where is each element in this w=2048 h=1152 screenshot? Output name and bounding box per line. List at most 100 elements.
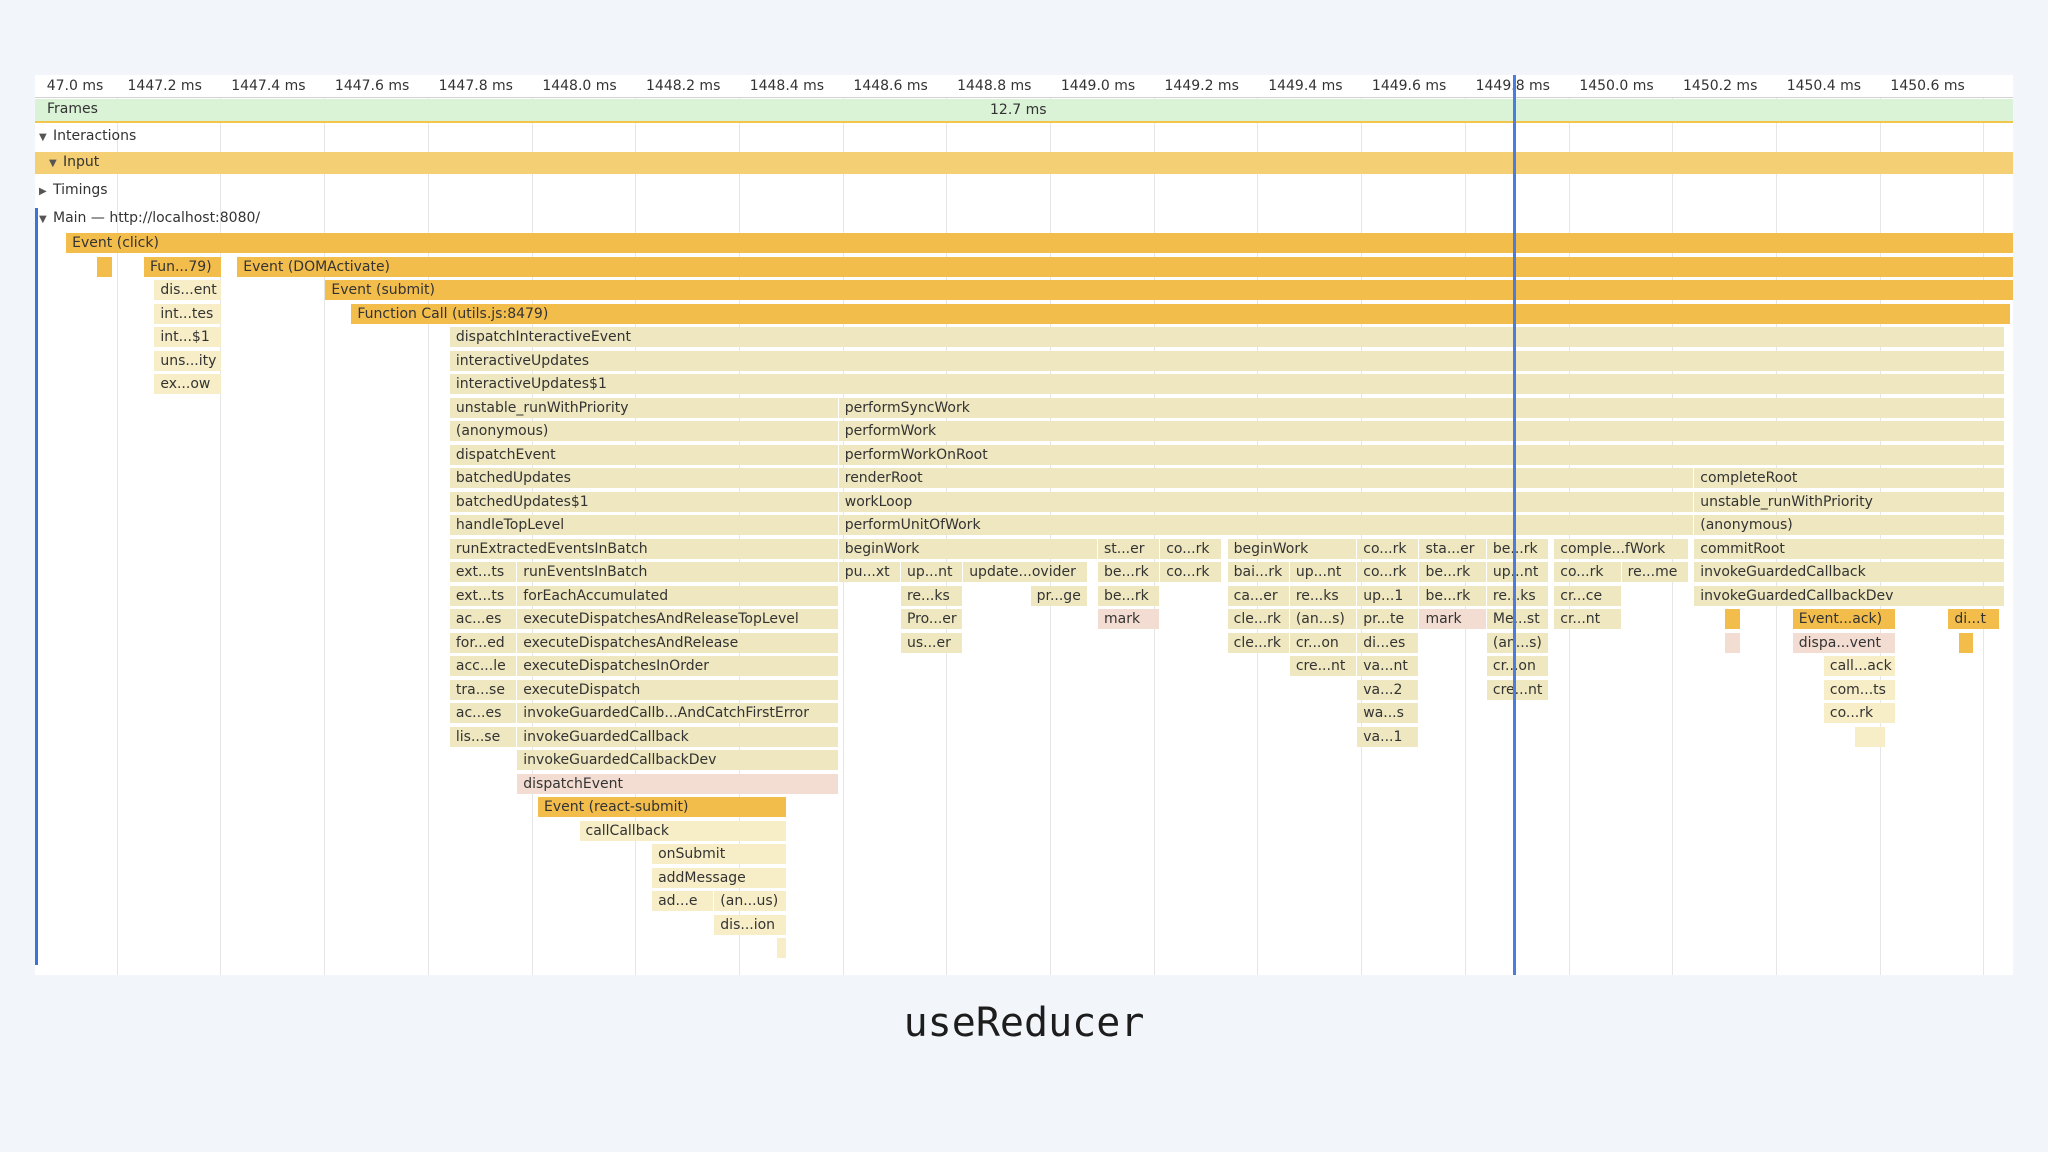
flame-entry[interactable]: invokeGuardedCallback	[1694, 562, 2006, 582]
flame-entry[interactable]	[1725, 632, 1741, 653]
flame-entry[interactable]: cre...nt	[1289, 656, 1358, 676]
flame-entry[interactable]: ca...er	[1227, 585, 1290, 606]
flame-entry[interactable]: cle...rk	[1227, 609, 1290, 629]
main-track-header[interactable]: ▼Main — http://localhost:8080/	[39, 210, 260, 226]
flame-entry[interactable]	[1958, 632, 1975, 653]
flame-entry[interactable]: wa...s	[1357, 703, 1420, 723]
flame-entry[interactable]: performSyncWork	[838, 397, 2006, 418]
flame-entry[interactable]: cr...on	[1289, 632, 1358, 653]
input-track-header[interactable]: ▼Input	[49, 154, 99, 170]
flame-entry[interactable]: up...nt	[900, 562, 964, 582]
flame-entry[interactable]: invokeGuardedCallbackDev	[1694, 585, 2006, 606]
flame-entry[interactable]: va...1	[1357, 726, 1420, 747]
flame-entry[interactable]: us...er	[900, 632, 964, 653]
flame-entry[interactable]	[776, 938, 787, 958]
flame-entry[interactable]: unstable_runWithPriority	[449, 397, 839, 418]
flame-entry[interactable]: ac...es	[449, 703, 518, 723]
flame-entry[interactable]: completeRoot	[1694, 468, 2006, 488]
timings-track-header[interactable]: ▶Timings	[39, 182, 108, 198]
flame-entry[interactable]: (an...us)	[714, 891, 787, 911]
frames-track[interactable]: Frames 12.7 ms	[35, 99, 2013, 123]
flame-entry[interactable]: update...ovider	[963, 562, 1088, 582]
flame-entry[interactable]: be...rk	[1419, 562, 1487, 582]
flame-entry[interactable]: renderRoot	[838, 468, 1695, 488]
flame-entry[interactable]: unstable_runWithPriority	[1694, 491, 2006, 512]
flame-entry[interactable]: Event (react-submit)	[538, 797, 787, 817]
flame-entry[interactable]: com...ts	[1823, 679, 1897, 700]
flame-entry[interactable]: be...rk	[1419, 585, 1487, 606]
flame-entry[interactable]: di...t	[1948, 609, 2001, 629]
flame-entry[interactable]: lis...se	[449, 726, 518, 747]
flame-entry[interactable]: Pro...er	[900, 609, 964, 629]
flame-entry[interactable]: interactiveUpdates	[449, 350, 2006, 371]
flame-entry[interactable]: co...rk	[1823, 703, 1897, 723]
flame-entry[interactable]: batchedUpdates$1	[449, 491, 839, 512]
flame-entry[interactable]: invokeGuardedCallback	[517, 726, 839, 747]
flame-entry[interactable]: Function Call (utils.js:8479)	[351, 303, 2011, 324]
flame-entry[interactable]: tra...se	[449, 679, 518, 700]
flame-entry[interactable]: batchedUpdates	[449, 468, 839, 488]
flame-entry[interactable]: ext...ts	[449, 562, 518, 582]
flame-entry[interactable]: re...ks	[1289, 585, 1358, 606]
flame-entry[interactable]: re...ks	[900, 585, 964, 606]
flame-entry[interactable]: va...nt	[1357, 656, 1420, 676]
flame-entry[interactable]: up...nt	[1289, 562, 1358, 582]
flame-entry[interactable]: bai...rk	[1227, 562, 1290, 582]
flame-entry[interactable]: cr...ce	[1554, 585, 1622, 606]
flame-entry[interactable]: runEventsInBatch	[517, 562, 839, 582]
flame-entry[interactable]: st...er	[1098, 538, 1161, 559]
flame-entry[interactable]: workLoop	[838, 491, 1695, 512]
flame-entry[interactable]: sta...er	[1419, 538, 1487, 559]
flame-entry[interactable]: for...ed	[449, 632, 518, 653]
flame-entry[interactable]: interactiveUpdates$1	[449, 374, 2006, 394]
flame-entry[interactable]: ext...ts	[449, 585, 518, 606]
flame-entry[interactable]: mark	[1098, 609, 1161, 629]
flame-entry[interactable]: co...rk	[1554, 562, 1622, 582]
flame-entry[interactable]: up...nt	[1486, 562, 1550, 582]
flame-entry[interactable]: Event (click)	[66, 233, 2013, 253]
flame-entry[interactable]: co...rk	[1160, 538, 1223, 559]
flame-entry[interactable]: cr...nt	[1554, 609, 1622, 629]
flame-entry[interactable]: dispatchEvent	[517, 773, 839, 794]
flame-entry[interactable]: invokeGuardedCallbackDev	[517, 750, 839, 770]
flame-entry[interactable]: (an...s)	[1486, 632, 1550, 653]
flame-entry[interactable]: performWorkOnRoot	[838, 444, 2006, 465]
flame-entry[interactable]: call...ack	[1823, 656, 1897, 676]
flame-entry[interactable]: Event (submit)	[325, 280, 2013, 300]
flame-entry[interactable]: be...rk	[1486, 538, 1550, 559]
flame-entry[interactable]: co...rk	[1357, 538, 1420, 559]
flame-entry[interactable]: co...rk	[1357, 562, 1420, 582]
flame-entry[interactable]: comple...fWork	[1554, 538, 1690, 559]
input-interaction-bar[interactable]: ▼Input	[35, 152, 2013, 174]
flame-entry[interactable]: be...rk	[1098, 562, 1161, 582]
flame-entry[interactable]: Fun...79)	[143, 256, 222, 277]
flame-entry[interactable]: beginWork	[1227, 538, 1358, 559]
flame-entry[interactable]: mark	[1419, 609, 1487, 629]
flame-entry[interactable]: performUnitOfWork	[838, 515, 1695, 535]
flame-entry[interactable]: Me...st	[1486, 609, 1550, 629]
interactions-track-header[interactable]: ▼Interactions	[39, 128, 136, 144]
flame-entry[interactable]	[1855, 726, 1887, 747]
flame-entry[interactable]: runExtractedEventsInBatch	[449, 538, 839, 559]
flame-entry[interactable]: Event (DOMActivate)	[237, 256, 2013, 277]
flame-entry[interactable]: executeDispatchesInOrder	[517, 656, 839, 676]
flame-entry[interactable]: beginWork	[838, 538, 1098, 559]
flame-entry[interactable]: handleTopLevel	[449, 515, 839, 535]
flame-entry[interactable]: dis...ent	[154, 280, 222, 300]
flame-entry[interactable]: be...rk	[1098, 585, 1161, 606]
flame-entry[interactable]: di...es	[1357, 632, 1420, 653]
flame-entry[interactable]: dis...ion	[714, 914, 787, 935]
flame-entry[interactable]: (anonymous)	[1694, 515, 2006, 535]
flame-entry[interactable]: re...ks	[1486, 585, 1550, 606]
flame-entry[interactable]: commitRoot	[1694, 538, 2006, 559]
flame-entry[interactable]: co...rk	[1160, 562, 1223, 582]
flame-entry[interactable]: acc...le	[449, 656, 518, 676]
flame-entry[interactable]: uns...ity	[154, 350, 222, 371]
flame-entry[interactable]: int...tes	[154, 303, 222, 324]
flame-entry[interactable]: ex...ow	[154, 374, 222, 394]
flame-entry[interactable]: executeDispatch	[517, 679, 839, 700]
flame-entry[interactable]: up...1	[1357, 585, 1420, 606]
flame-entry[interactable]: forEachAccumulated	[517, 585, 839, 606]
flame-entry[interactable]: pu...xt	[838, 562, 901, 582]
